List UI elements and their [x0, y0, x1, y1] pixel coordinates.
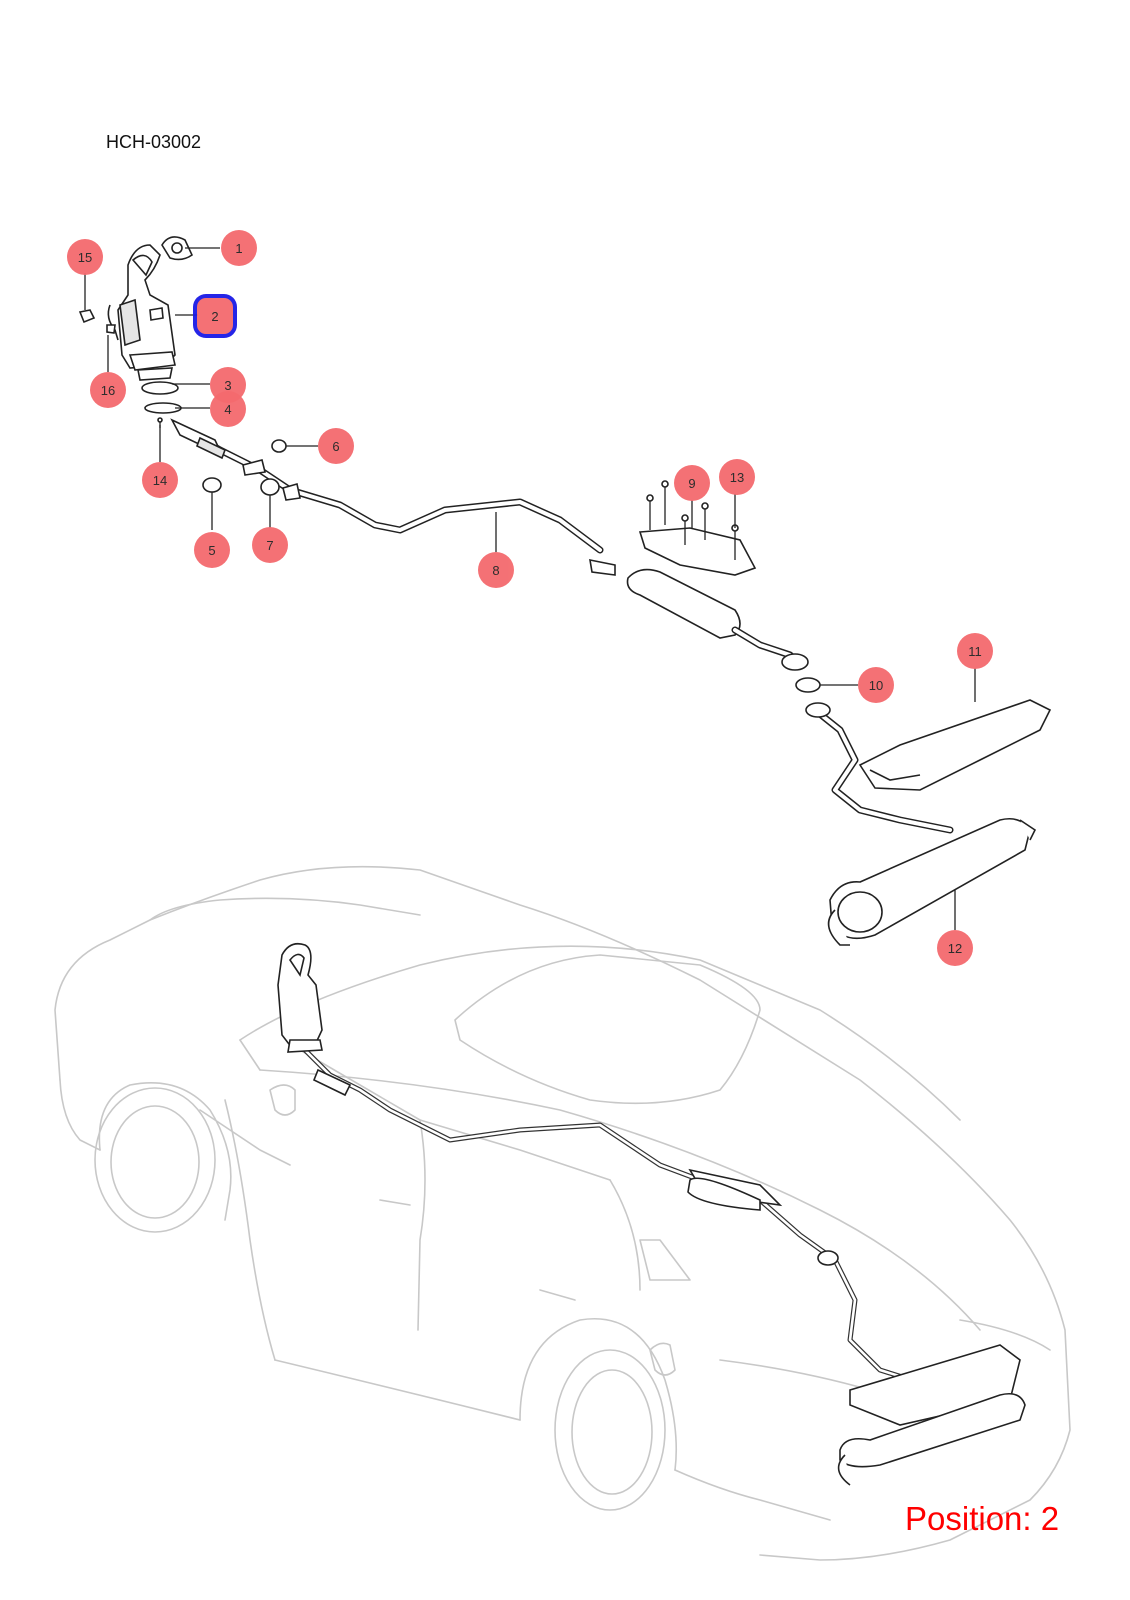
rear-pipe — [805, 702, 954, 834]
center-muffler — [626, 568, 809, 671]
callout-10[interactable]: 10 — [858, 667, 894, 703]
callout-1[interactable]: 1 — [221, 230, 257, 266]
rear-muffler-12 — [827, 817, 1037, 946]
callout-14[interactable]: 14 — [142, 462, 178, 498]
gasket-3 — [141, 381, 179, 395]
nut-13 — [646, 480, 739, 532]
hanger-7 — [242, 459, 280, 496]
car-exhaust-system — [277, 942, 1026, 1486]
hanger-6 — [271, 439, 287, 453]
catalytic-converter-2 — [107, 244, 176, 381]
callout-11[interactable]: 11 — [957, 633, 993, 669]
callout-16[interactable]: 16 — [90, 372, 126, 408]
gasket-10 — [795, 677, 821, 693]
gasket-1 — [161, 236, 194, 261]
nut-15 — [78, 309, 96, 324]
callout-2-selected[interactable]: 2 — [197, 298, 233, 334]
callout-12[interactable]: 12 — [937, 930, 973, 966]
callout-15[interactable]: 15 — [67, 239, 103, 275]
callout-7[interactable]: 7 — [252, 527, 288, 563]
diagram-code: HCH-03002 — [106, 132, 202, 152]
position-label: Position: 2 — [905, 1500, 1060, 1537]
heat-shield-9 — [638, 485, 757, 576]
callout-4[interactable]: 4 — [210, 391, 246, 427]
hanger-5 — [202, 477, 222, 493]
callout-13[interactable]: 13 — [719, 459, 755, 495]
car-outline — [54, 865, 1071, 1561]
callout-6[interactable]: 6 — [318, 428, 354, 464]
heat-shield-11 — [858, 699, 1052, 791]
callout-5[interactable]: 5 — [194, 532, 230, 568]
clip-16 — [106, 324, 116, 334]
leader-lines — [84, 247, 976, 930]
callout-8[interactable]: 8 — [478, 552, 514, 588]
front-pipe-8 — [170, 418, 616, 576]
callout-9[interactable]: 9 — [674, 465, 710, 501]
